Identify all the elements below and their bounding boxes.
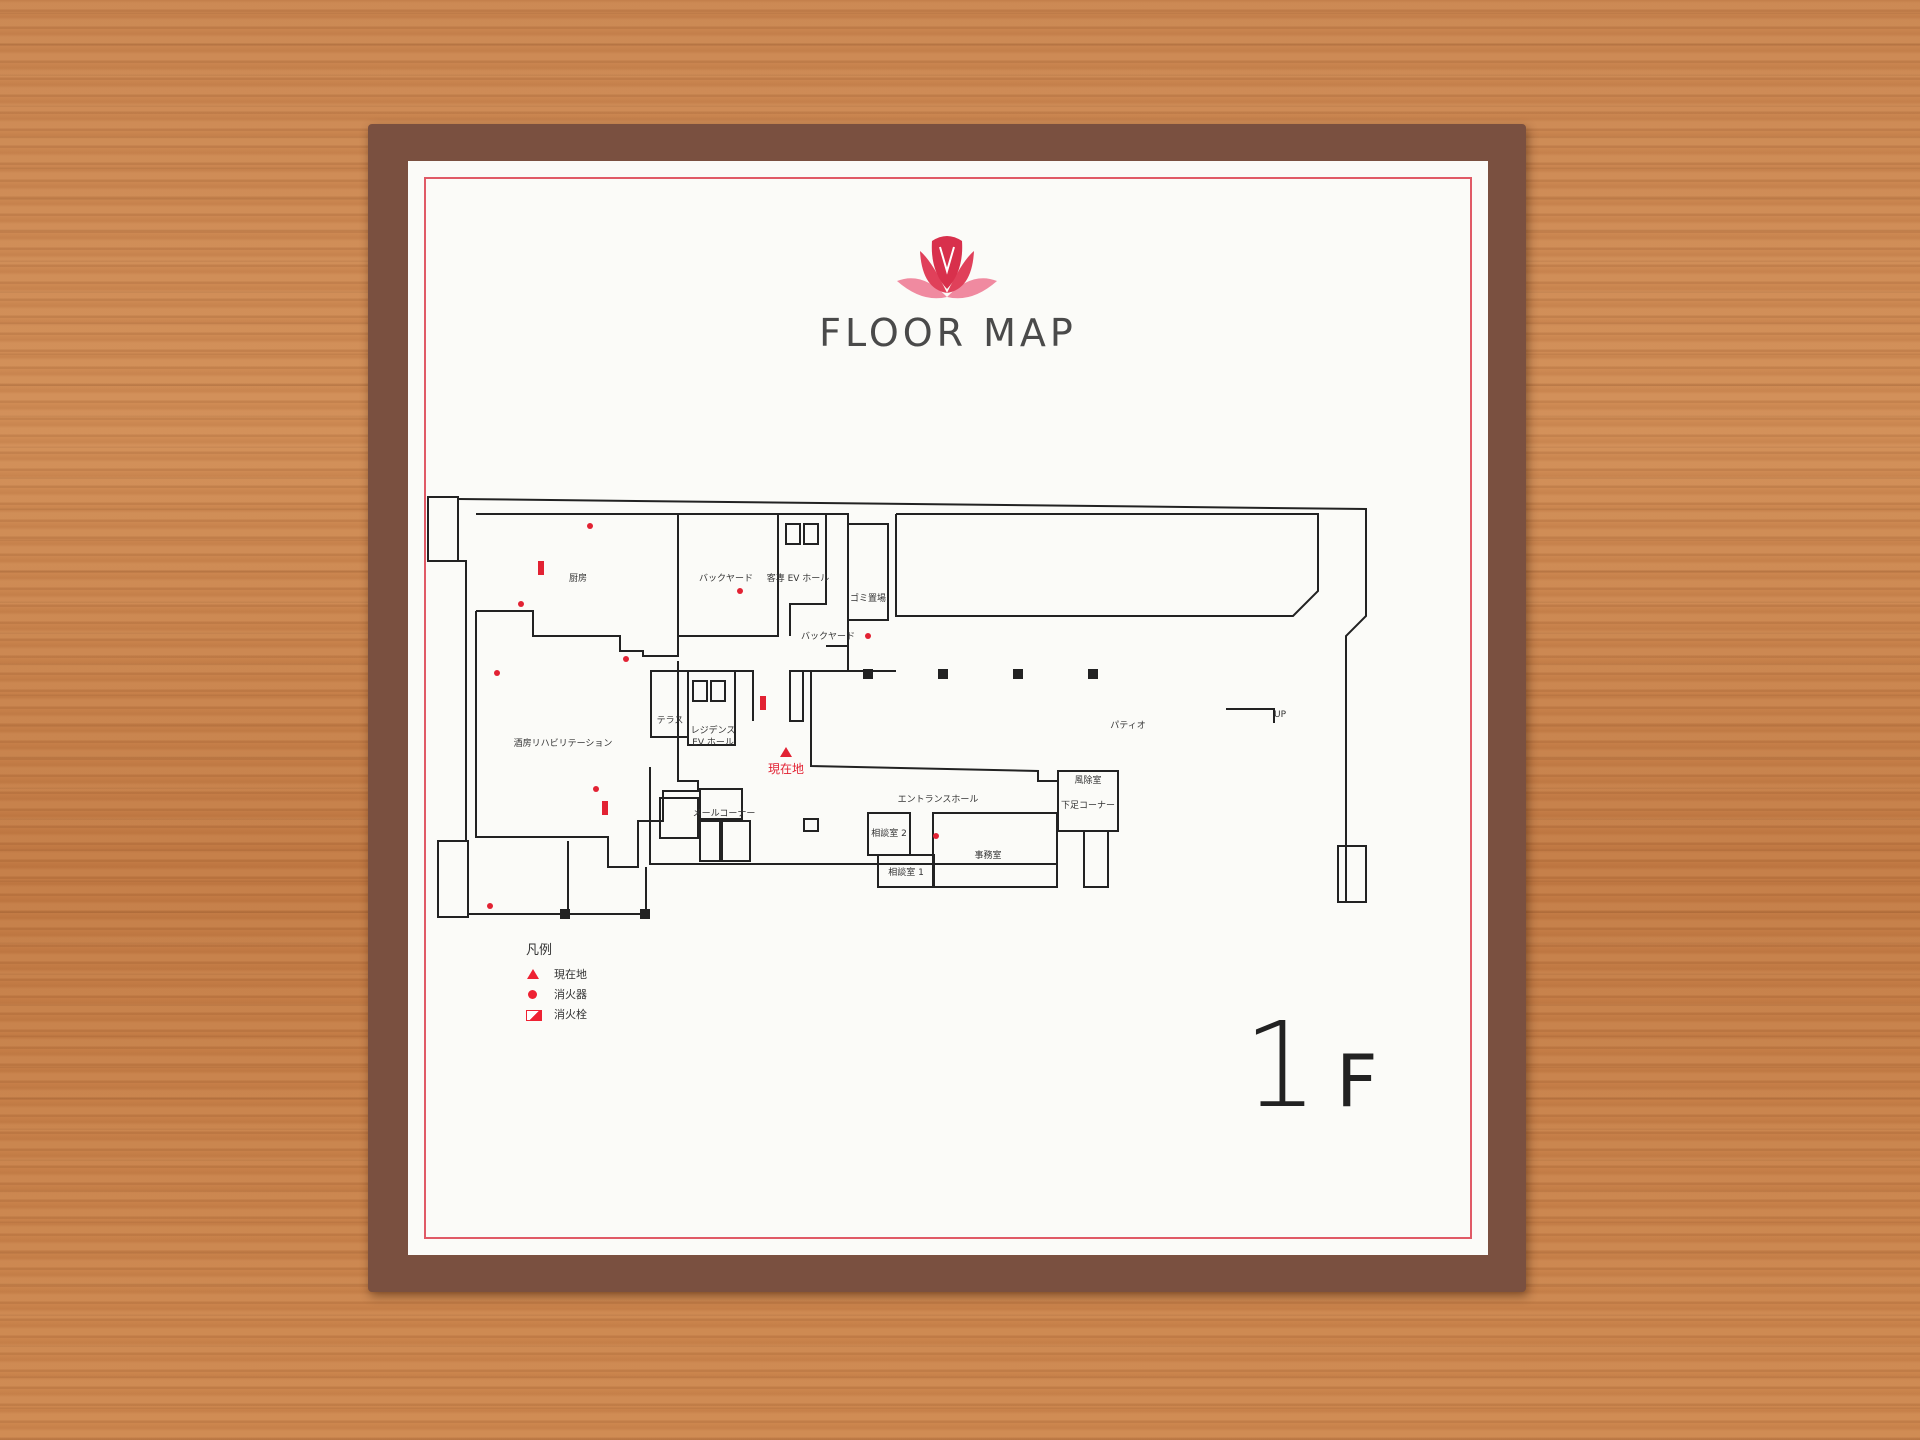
room-label-terrace: テラス xyxy=(657,715,684,726)
room-label-backyard-1: バックヤード xyxy=(699,573,753,584)
legend-title: 凡例 xyxy=(526,943,553,958)
room-label-mail-corner: メールコーナー xyxy=(693,808,756,819)
panel-border-line xyxy=(424,177,1472,1239)
legend-item-current-location: 現在地 xyxy=(526,964,587,984)
legend-label: 現在地 xyxy=(554,968,587,981)
floor-map-panel: FLOOR MAP xyxy=(408,161,1488,1255)
room-label-kitchen: 厨房 xyxy=(569,572,587,584)
page-title: FLOOR MAP xyxy=(819,311,1077,355)
room-label-office: 事務室 xyxy=(974,849,1001,861)
room-label-residence-ev-1: レジデンス xyxy=(691,724,736,736)
room-label-consult-2: 相談室 2 xyxy=(871,827,907,839)
legend-label: 消火栓 xyxy=(554,1008,587,1021)
lotus-flower-logo xyxy=(897,236,997,299)
room-label-ev-hall: 客専 EV ホール xyxy=(767,572,830,584)
room-label-patio: パティオ xyxy=(1110,720,1145,731)
floor-plan-drawing: 厨房 バックヤード 客専 EV ホール ゴミ置場 バックヤード テラス 酒房リハ… xyxy=(427,496,1367,919)
map-legend: 凡例 現在地 消火器 消火栓 xyxy=(526,939,587,1024)
room-label-consult-1: 相談室 1 xyxy=(888,866,924,878)
floor-number-digit: 1 xyxy=(1243,996,1319,1134)
dot-marker-icon xyxy=(526,987,540,1001)
room-label-trash: ゴミ置場 xyxy=(850,592,886,604)
room-label-up: UP xyxy=(1274,710,1287,720)
room-label-entrance-hall: エントランスホール xyxy=(898,794,979,805)
room-label-wind-room: 風除室 xyxy=(1074,774,1101,786)
floor-number-suffix: F xyxy=(1336,1039,1378,1123)
hydrant-marker-icon xyxy=(526,1007,542,1021)
current-location-label: 現在地 xyxy=(768,762,804,776)
room-label-restaurant: 酒房リハビリテーション xyxy=(514,737,613,749)
room-label-residence-ev-2: EV ホール xyxy=(692,737,734,748)
legend-item-extinguisher: 消火器 xyxy=(526,984,587,1004)
legend-label: 消火器 xyxy=(554,988,587,1001)
room-label-shoes-corner: 下足コーナー xyxy=(1061,800,1115,811)
room-label-backyard-2: バックヤード xyxy=(801,631,855,642)
legend-item-hydrant: 消火栓 xyxy=(526,1004,587,1024)
triangle-marker-icon xyxy=(526,967,540,981)
